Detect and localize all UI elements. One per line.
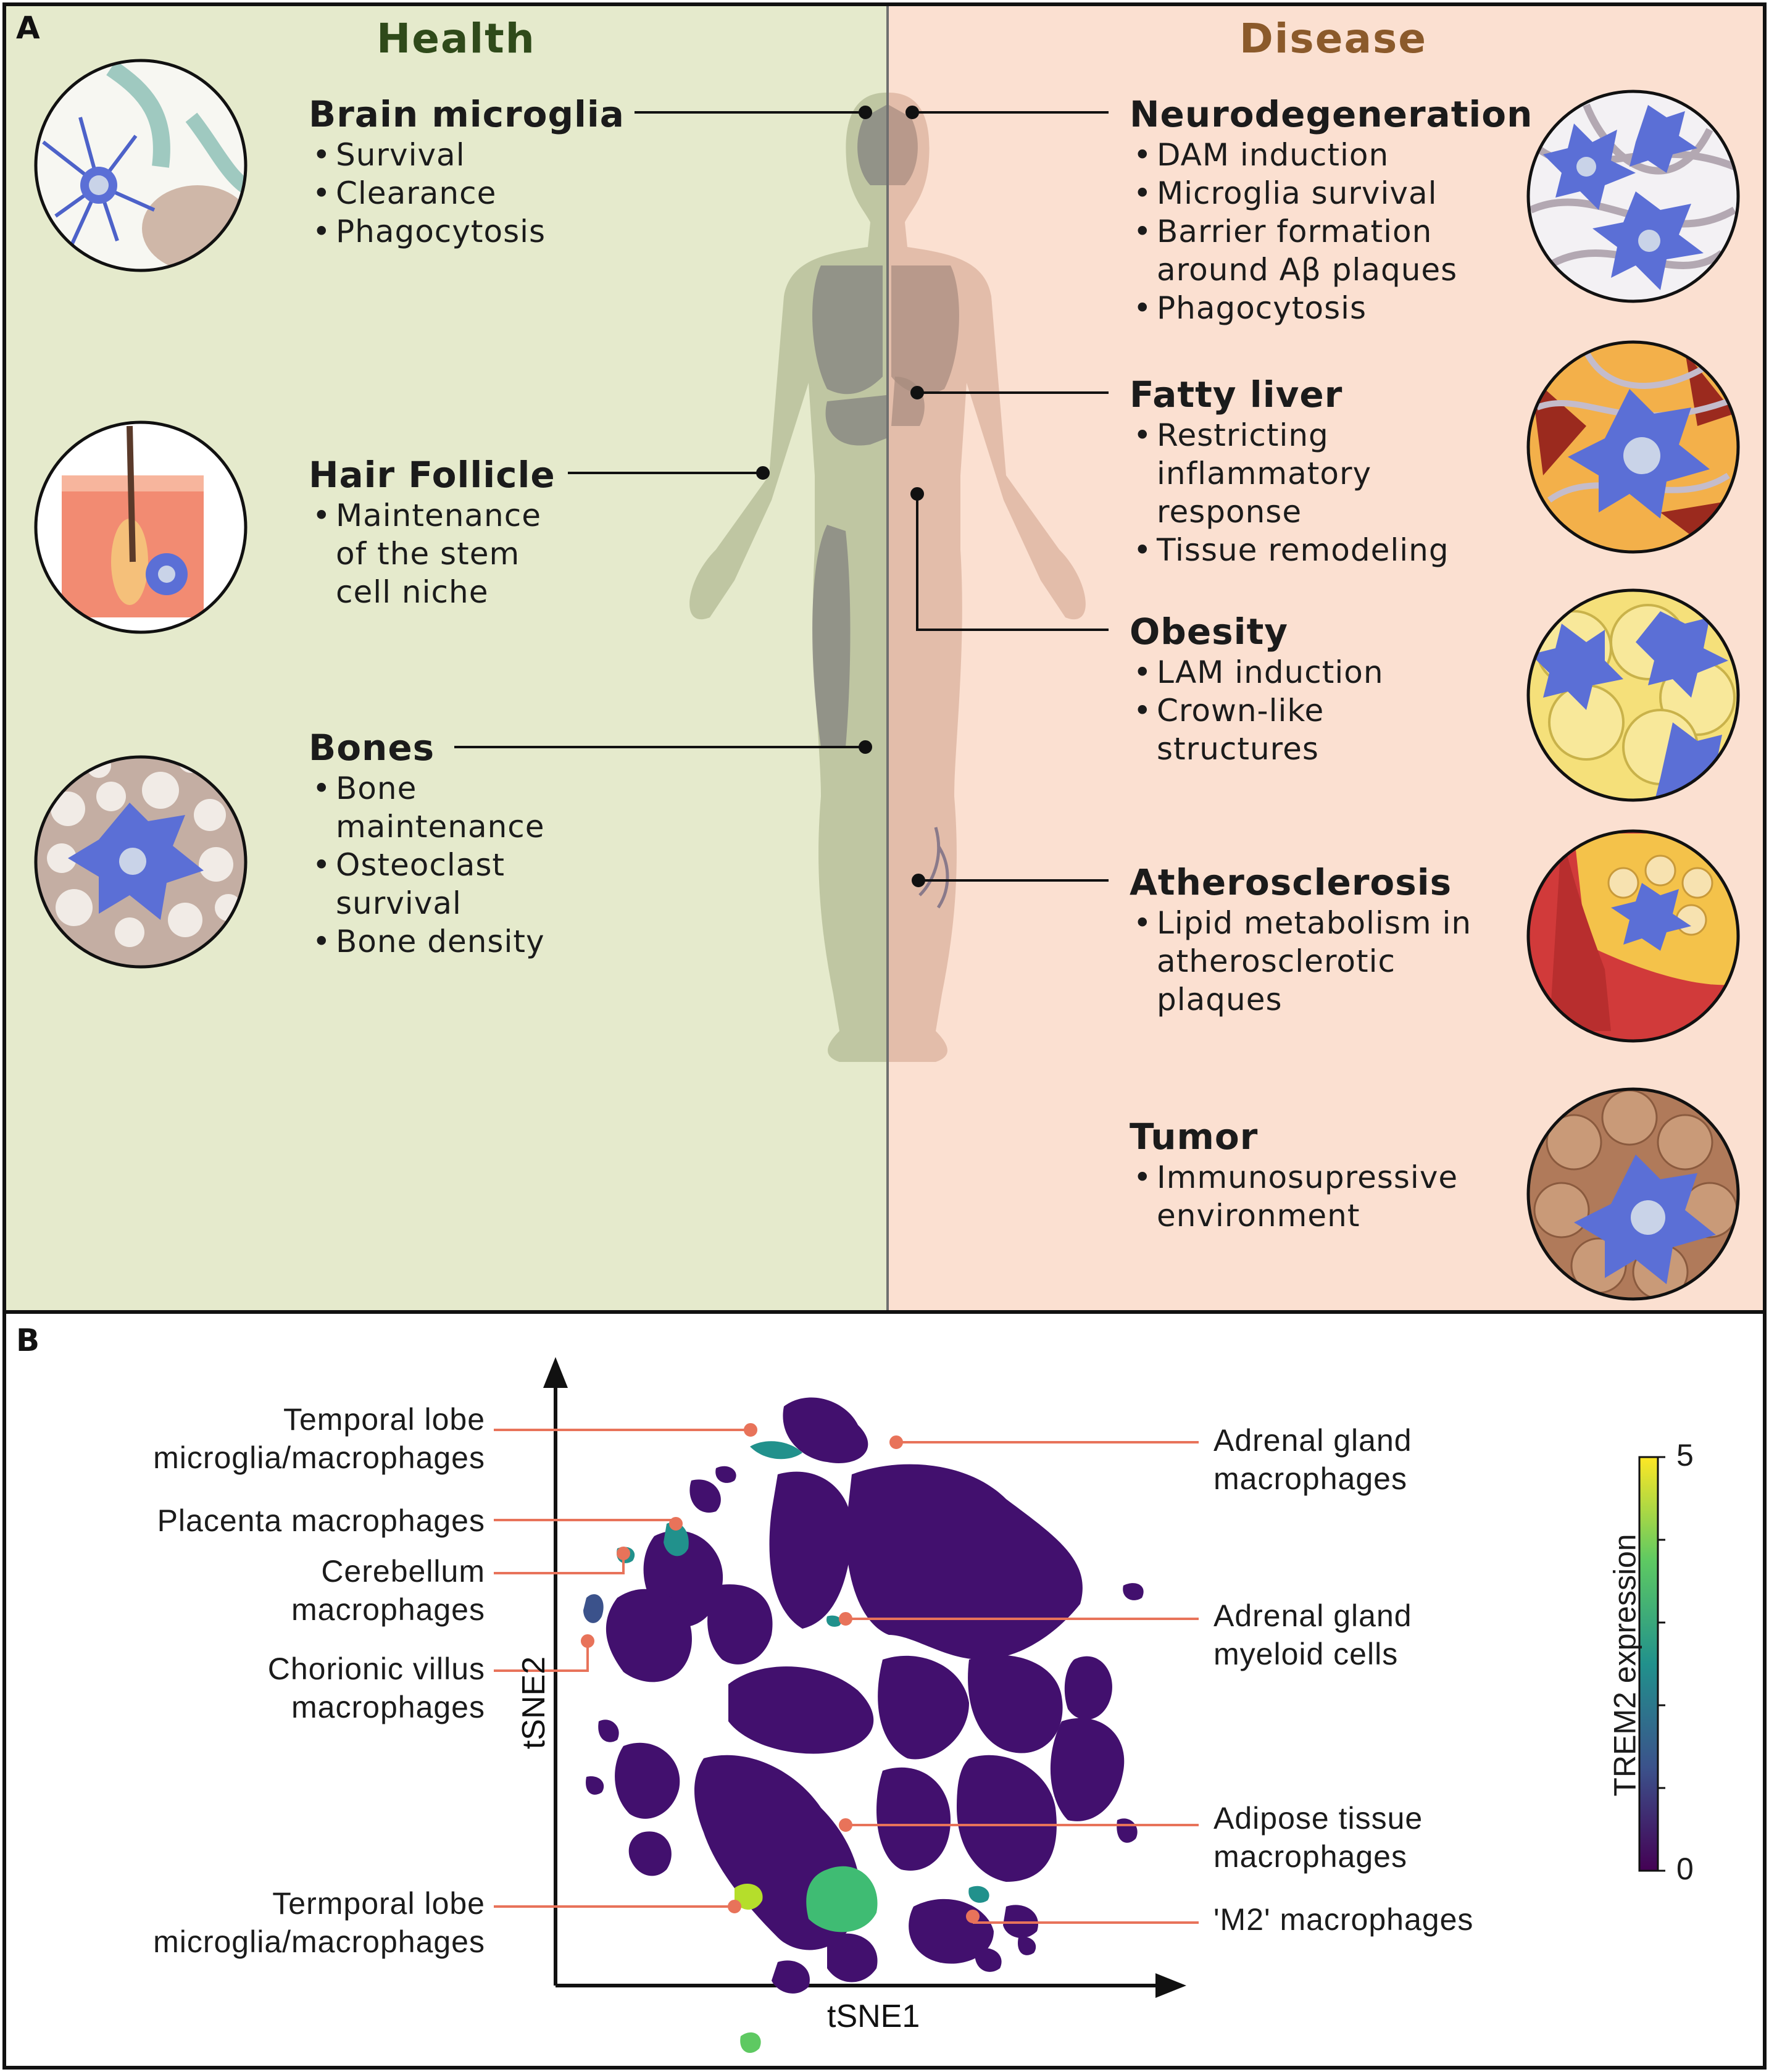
entry-title: Atherosclerosis <box>1130 861 1452 903</box>
high-expression-clusters <box>583 1441 989 2053</box>
colorbar-gradient <box>1638 1456 1659 1872</box>
disease-entry-obesity: Obesity LAM induction Crown-like structu… <box>1130 610 1384 768</box>
entry-item: Barrier formation around Aβ plaques <box>1130 212 1533 289</box>
fatty-liver-illustration <box>1526 340 1740 554</box>
entry-item: Survival <box>309 136 625 174</box>
entry-item: Bone density <box>309 922 545 961</box>
entry-title: Brain microglia <box>309 93 625 135</box>
colorbar-title: TREM2 expression <box>1607 1534 1642 1797</box>
tsne-axes <box>543 1357 1186 1998</box>
cluster-label-chorionic-villus: Chorionic villus macrophages <box>267 1652 485 1724</box>
neurodegeneration-illustration <box>1526 90 1740 303</box>
panel-a-letter: A <box>16 10 40 46</box>
panel-a-illustrations <box>34 59 1740 1301</box>
entry-item: Immunosupressive environment <box>1130 1158 1458 1235</box>
entry-item: Phagocytosis <box>1130 289 1533 327</box>
entry-item: Crown-like structures <box>1130 691 1384 768</box>
cluster-label-temporal-lobe: Temporal lobe microglia/macrophages <box>153 1402 485 1475</box>
entry-item: Maintenance of the stem cell niche <box>309 496 556 611</box>
x-axis-label: tSNE1 <box>827 1999 920 2034</box>
entry-item: DAM induction <box>1130 136 1533 174</box>
entry-title: Obesity <box>1130 611 1289 653</box>
entry-item: Lipid metabolism in atherosclerotic plaq… <box>1130 904 1471 1019</box>
disease-entry-tumor: Tumor Immunosupressive environment <box>1130 1115 1458 1235</box>
cluster-label-adrenal-myeloid: Adrenal gland myeloid cells <box>1213 1598 1412 1671</box>
disease-entry-neurodegeneration: Neurodegeneration DAM induction Microgli… <box>1130 93 1533 327</box>
cluster-leader-lines <box>494 1423 1199 1924</box>
panel-b: B <box>2 1310 1767 2070</box>
cluster-label-termporal-lobe: Termporal lobe microglia/macrophages <box>153 1886 485 1959</box>
entry-title: Neurodegeneration <box>1130 93 1533 135</box>
entry-item: Osteoclast survival <box>309 846 545 922</box>
entry-title: Tumor <box>1130 1116 1259 1158</box>
atherosclerosis-illustration <box>1526 829 1740 1043</box>
entry-item: Clearance <box>309 174 625 212</box>
panel-a: A Health Disease Brain microglia Surviva… <box>2 2 1767 1314</box>
health-title: Health <box>377 15 536 62</box>
entry-title: Fatty liver <box>1130 374 1343 416</box>
brain-microglia-illustration <box>34 59 248 272</box>
y-axis-label: tSNE2 <box>516 1656 552 1750</box>
obesity-illustration <box>1526 588 1740 802</box>
tsne-clusters <box>586 1397 1144 1994</box>
colorbar-min-label: 0 <box>1676 1852 1694 1886</box>
cluster-label-placenta: Placenta macrophages <box>157 1503 485 1538</box>
entry-item: Tissue remodeling <box>1130 531 1449 569</box>
entry-title: Hair Follicle <box>309 454 556 496</box>
colorbar-ticks <box>1658 1456 1665 1872</box>
disease-title: Disease <box>1239 15 1428 62</box>
disease-entry-atherosclerosis: Atherosclerosis Lipid metabolism in athe… <box>1130 861 1471 1019</box>
entry-title: Bones <box>309 727 435 769</box>
entry-item: Microglia survival <box>1130 174 1533 212</box>
health-disease-divider <box>886 6 889 1310</box>
cluster-label-adipose: Adipose tissue macrophages <box>1213 1801 1423 1874</box>
cluster-label-m2: 'M2' macrophages <box>1213 1902 1474 1937</box>
disease-entry-fatty-liver: Fatty liver Restricting inflammatory res… <box>1130 373 1449 569</box>
leader-lines <box>454 106 1109 887</box>
colorbar-max-label: 5 <box>1676 1438 1694 1473</box>
entry-item: Bone maintenance <box>309 769 545 846</box>
health-entry-bones: Bones Bone maintenance Osteoclast surviv… <box>309 726 545 961</box>
panel-b-letter: B <box>16 1322 40 1358</box>
tumor-illustration <box>1526 1087 1740 1301</box>
entry-item: LAM induction <box>1130 653 1384 691</box>
entry-item: Phagocytosis <box>309 212 625 251</box>
tsne-plot <box>494 1357 1665 2053</box>
health-entry-hair-follicle: Hair Follicle Maintenance of the stem ce… <box>309 453 556 611</box>
hair-follicle-illustration <box>34 420 248 634</box>
cluster-label-adrenal-macrophages: Adrenal gland macrophages <box>1213 1423 1412 1496</box>
entry-item: Restricting inflammatory response <box>1130 416 1449 531</box>
cluster-label-cerebellum: Cerebellum macrophages <box>291 1554 485 1627</box>
human-body-figure <box>689 93 1086 1062</box>
health-entry-brain-microglia: Brain microglia Survival Clearance Phago… <box>309 93 625 251</box>
bone-illustration <box>34 755 248 969</box>
